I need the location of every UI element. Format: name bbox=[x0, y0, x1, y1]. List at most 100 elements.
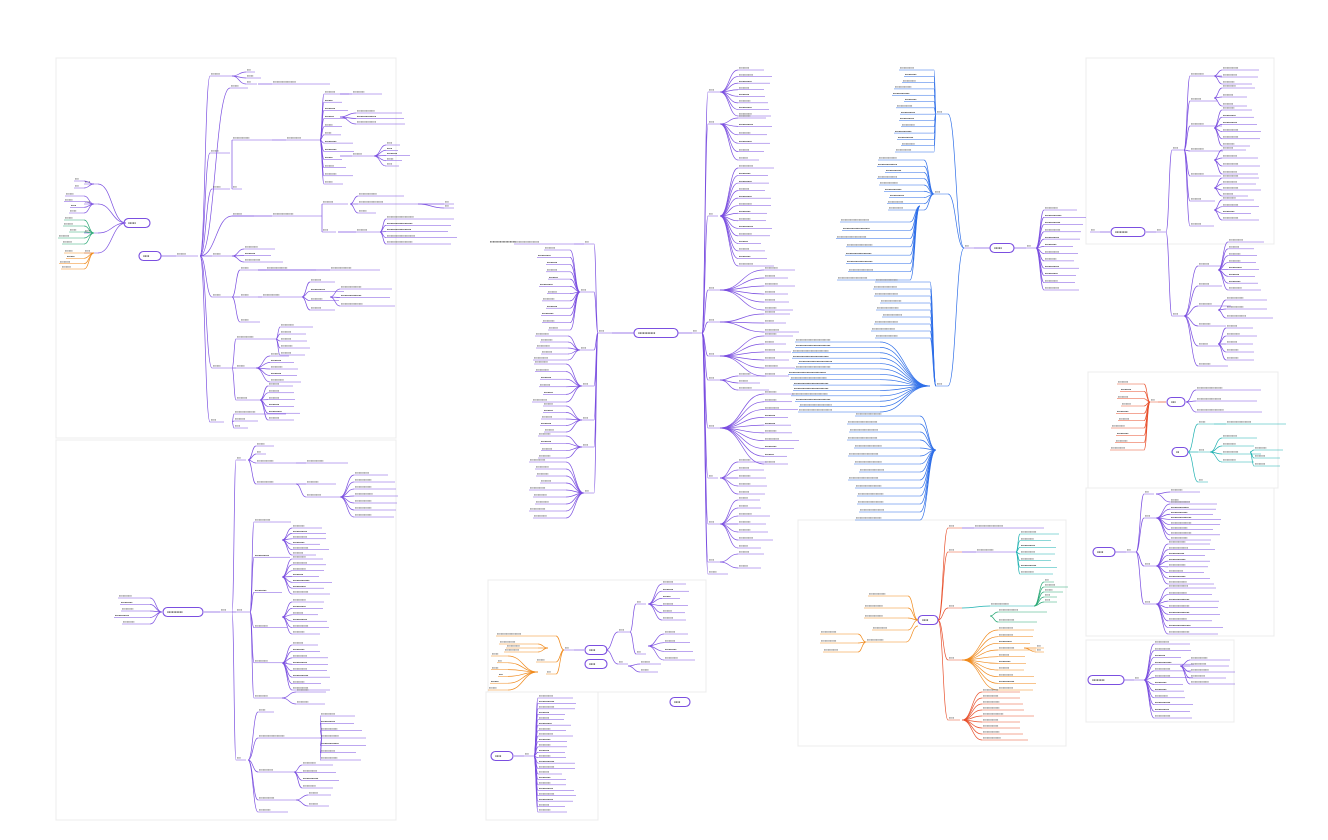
node-label[interactable]: ▪▪▪▪▪▪▪▪▪ bbox=[1229, 279, 1240, 283]
node-label[interactable]: ▪▪▪▪▪▪▪▪ bbox=[765, 274, 775, 278]
node-label[interactable]: ▪▪▪▪ bbox=[949, 604, 954, 608]
node-label[interactable]: ▪▪▪▪▪▪▪▪ bbox=[1155, 654, 1165, 658]
node-label[interactable]: ▪▪▪ bbox=[619, 660, 623, 664]
node-label[interactable]: ▪▪▪▪▪▪▪▪▪▪▪ bbox=[539, 786, 553, 790]
node-label[interactable]: ▪▪▪▪▪▪▪▪▪▪▪▪▪ bbox=[257, 459, 274, 463]
node-label[interactable]: ▪▪▪▪▪▪ bbox=[489, 686, 497, 690]
node-label[interactable]: ▪▪▪▪▪▪▪▪▪▪▪▪▪▪▪▪▪▪▪▪▪▪▪▪▪▪▪ bbox=[796, 338, 830, 342]
node-label[interactable]: ▪▪▪▪▪▪▪▪▪▪▪▪▪▪ bbox=[1169, 580, 1187, 584]
node-label[interactable]: ▪▪▪▪▪▪▪▪ bbox=[1223, 102, 1233, 106]
root-node-label[interactable]: ▪▪▪▪ bbox=[674, 700, 681, 705]
node-label[interactable]: ▪▪▪▪▪▪▪▪▪▪ bbox=[1229, 266, 1242, 270]
node-label[interactable]: ▪▪▪▪▪▪▪▪▪▪ bbox=[1223, 196, 1236, 200]
node-label[interactable]: ▪▪▪▪▪▪▪▪▪▪▪ bbox=[889, 206, 903, 210]
node-label[interactable]: ▪▪▪▪▪▪ bbox=[1171, 498, 1179, 502]
node-label[interactable]: ▪▪▪▪▪▪▪▪▪▪▪ bbox=[539, 694, 553, 698]
node-label[interactable]: ▪▪▪▪▪▪▪▪ bbox=[999, 653, 1009, 657]
node-label[interactable]: ▪▪▪▪▪ bbox=[70, 209, 76, 213]
node-label[interactable]: ▪▪▪▪▪▪ bbox=[271, 352, 279, 356]
node-label[interactable]: ▪▪▪▪▪▪▪▪▪ bbox=[1155, 687, 1166, 691]
node-label[interactable]: ▪▪▪▪▪▪ bbox=[325, 180, 333, 184]
node-label[interactable]: ▪▪▪▪▪▪▪▪▪▪▪▪▪ bbox=[893, 91, 910, 95]
node-label[interactable]: ▪▪▪▪▪▪▪▪▪▪▪ bbox=[1155, 707, 1169, 711]
node-label[interactable]: ▪▪▪▪▪▪▪▪ bbox=[235, 417, 245, 421]
node-label[interactable]: ▪▪▪▪▪▪▪▪▪▪ bbox=[536, 332, 549, 336]
node-label[interactable]: ▪▪▪▪ bbox=[85, 229, 90, 233]
node-label[interactable]: ▪▪▪▪▪▪▪▪▪▪▪▪▪▪▪▪▪▪▪▪▪ bbox=[1197, 408, 1224, 412]
node-label[interactable]: ▪▪▪▪ bbox=[1045, 593, 1050, 597]
node-label[interactable]: ▪▪▪▪ bbox=[599, 329, 604, 333]
node-label[interactable]: ▪▪▪▪▪▪▪▪▪▪▪▪▪ bbox=[1191, 656, 1208, 660]
node-label[interactable]: ▪▪▪▪▪▪▪▪▪▪▪▪ bbox=[1155, 667, 1170, 671]
node-label[interactable]: ▪▪▪▪▪▪▪▪▪ bbox=[1229, 252, 1240, 256]
node-label[interactable]: ▪▪▪▪▪▪▪▪▪▪▪▪▪▪▪▪ bbox=[341, 285, 361, 289]
root-node-label[interactable]: ▪▪▪ bbox=[1171, 400, 1176, 405]
node-label[interactable]: ▪▪▪▪▪▪▪▪▪▪▪▪▪▪▪▪▪▪▪▪ bbox=[387, 221, 412, 225]
node-label[interactable]: ▪▪▪▪▪▪▪▪▪ bbox=[765, 390, 776, 394]
node-label[interactable]: ▪▪▪▪▪▪▪▪▪▪▪▪▪▪▪▪▪▪▪▪▪▪▪▪▪▪ bbox=[799, 360, 832, 364]
node-label[interactable]: ▪▪▪▪▪▪▪▪▪▪ bbox=[739, 179, 752, 183]
node-label[interactable]: ▪▪▪ bbox=[525, 752, 529, 756]
node-label[interactable]: ▪▪▪▪▪▪▪▪▪▪▪▪▪▪▪▪▪▪▪▪ bbox=[259, 734, 284, 738]
node-label[interactable]: ▪▪▪▪▪▪▪▪▪▪▪▪▪▪▪▪▪▪▪ bbox=[1197, 397, 1221, 401]
node-label[interactable]: ▪▪▪▪▪▪▪▪▪▪▪▪▪▪▪▪▪▪▪▪▪▪ bbox=[387, 234, 415, 238]
node-label[interactable]: ▪▪▪ bbox=[237, 456, 241, 460]
node-label[interactable]: ▪▪▪ bbox=[499, 673, 503, 677]
node-label[interactable]: ▪▪▪ bbox=[445, 204, 449, 208]
node-label[interactable]: ▪▪▪▪▪▪▪▪▪▪▪▪ bbox=[821, 630, 836, 634]
node-label[interactable]: ▪▪▪▪▪▪▪▪▪▪▪▪▪▪▪▪▪▪▪▪▪▪▪ bbox=[838, 276, 867, 280]
node-label[interactable]: ▪▪▪▪▪▪▪▪▪▪▪▪▪▪▪▪ bbox=[1169, 604, 1189, 608]
node-label[interactable]: ▪▪▪▪▪▪▪ bbox=[325, 115, 334, 119]
root-node-label[interactable]: ▪▪▪▪ bbox=[589, 648, 596, 653]
node-label[interactable]: ▪▪▪▪▪▪▪▪▪▪▪▪▪ bbox=[237, 335, 254, 339]
node-label[interactable]: ▪▪▪▪▪▪▪▪▪▪ bbox=[1155, 694, 1168, 698]
node-label[interactable]: ▪▪▪▪▪▪▪▪▪▪▪▪▪▪▪▪▪▪▪▪▪▪▪▪▪▪▪▪ bbox=[793, 354, 829, 358]
node-label[interactable]: ▪▪▪▪▪▪▪▪▪▪▪▪▪▪ bbox=[1191, 668, 1209, 672]
node-label[interactable]: ▪▪▪▪▪▪▪▪▪▪▪ bbox=[311, 288, 325, 292]
node-label[interactable]: ▪▪▪▪▪▪▪▪▪▪▪ bbox=[1045, 264, 1059, 268]
node-label[interactable]: ▪▪▪▪▪▪▪▪▪ bbox=[537, 472, 548, 476]
node-label[interactable]: ▪▪▪▪▪▪▪▪▪ bbox=[1255, 446, 1266, 450]
node-label[interactable]: ▪▪▪▪▪▪▪▪ bbox=[541, 479, 551, 483]
node-label[interactable]: ▪▪▪▪▪▪▪▪▪▪▪▪ bbox=[886, 169, 901, 173]
node-label[interactable]: ▪▪▪▪▪▪▪▪ bbox=[1119, 417, 1129, 421]
node-label[interactable]: ▪▪▪▪▪▪▪▪▪▪▪ bbox=[1021, 550, 1035, 554]
root-node[interactable] bbox=[669, 696, 691, 708]
node-label[interactable]: ▪▪▪▪▪▪▪▪ bbox=[1223, 192, 1233, 196]
node-label[interactable]: ▪▪▪▪▪▪▪▪▪▪ bbox=[739, 202, 752, 206]
node-label[interactable]: ▪▪▪▪▪▪▪▪ bbox=[1227, 340, 1237, 344]
node-label[interactable]: ▪▪▪▪ bbox=[211, 418, 216, 422]
node-label[interactable]: ▪▪▪▪▪▪▪▪▪▪ bbox=[540, 283, 553, 287]
node-label[interactable]: ▪▪▪▪▪▪▪▪ bbox=[1118, 380, 1128, 384]
node-label[interactable]: ▪▪▪▪▪▪▪▪▪ bbox=[765, 306, 776, 310]
node-label[interactable]: ▪▪▪▪▪▪ bbox=[67, 255, 75, 259]
node-label[interactable]: ▪▪▪▪▪▪▪ bbox=[739, 379, 748, 383]
node-label[interactable]: ▪▪▪▪▪▪▪▪▪▪▪▪ bbox=[539, 792, 554, 796]
node-label[interactable]: ▪▪▪▪▪▪▪▪ bbox=[739, 187, 749, 191]
node-label[interactable]: ▪▪▪▪▪▪▪▪▪▪ bbox=[534, 514, 547, 518]
node-label[interactable]: ▪▪▪▪▪▪▪▪▪▪▪▪▪▪▪▪▪▪▪▪▪ bbox=[843, 226, 870, 230]
node-label[interactable]: ▪▪▪▪▪▪▪▪▪ bbox=[1227, 356, 1238, 360]
node-label[interactable]: ▪▪▪▪▪▪ bbox=[641, 668, 649, 672]
node-label[interactable]: ▪▪▪▪▪▪▪▪▪▪▪ bbox=[1045, 286, 1059, 290]
node-label[interactable]: ▪▪▪▪▪▪▪▪ bbox=[269, 396, 279, 400]
node-label[interactable]: ▪▪▪▪▪▪▪▪▪ bbox=[1223, 210, 1234, 214]
node-label[interactable]: ▪▪▪▪ bbox=[949, 524, 954, 528]
node-label[interactable]: ▪▪▪▪▪▪▪▪▪▪▪▪▪▪▪▪ bbox=[983, 712, 1003, 716]
node-label[interactable]: ▪▪▪▪ bbox=[387, 146, 392, 150]
node-label[interactable]: ▪▪▪▪▪▪ bbox=[241, 293, 249, 297]
node-label[interactable]: ▪▪▪▪▪▪▪▪▪▪ bbox=[536, 500, 549, 504]
node-label[interactable]: ▪▪▪▪▪▪ bbox=[537, 658, 545, 662]
root-node-label[interactable]: ▪▪▪▪ bbox=[143, 254, 150, 259]
root-node-label[interactable]: ▪▪▪▪ bbox=[1097, 550, 1104, 555]
root-node[interactable] bbox=[162, 606, 204, 618]
node-label[interactable]: ▪▪▪▪▪▪▪▪▪▪▪ bbox=[1191, 674, 1205, 678]
node-label[interactable]: ▪▪▪▪▪▪▪▪▪▪▪▪▪▪▪▪▪▪▪▪▪▪▪▪▪▪▪ bbox=[796, 344, 830, 348]
node-label[interactable]: ▪▪▪▪▪▪▪▪▪▪ bbox=[271, 378, 284, 382]
node-label[interactable]: ▪▪▪▪▪▪▪▪ bbox=[269, 403, 279, 407]
node-label[interactable]: ▪▪▪▪▪▪▪▪▪▪▪ bbox=[534, 356, 548, 360]
node-label[interactable]: ▪▪▪ bbox=[547, 670, 551, 674]
node-label[interactable]: ▪▪▪▪▪▪▪▪▪ bbox=[765, 398, 776, 402]
node-label[interactable]: ▪▪▪▪▪▪▪▪▪ bbox=[765, 332, 776, 336]
